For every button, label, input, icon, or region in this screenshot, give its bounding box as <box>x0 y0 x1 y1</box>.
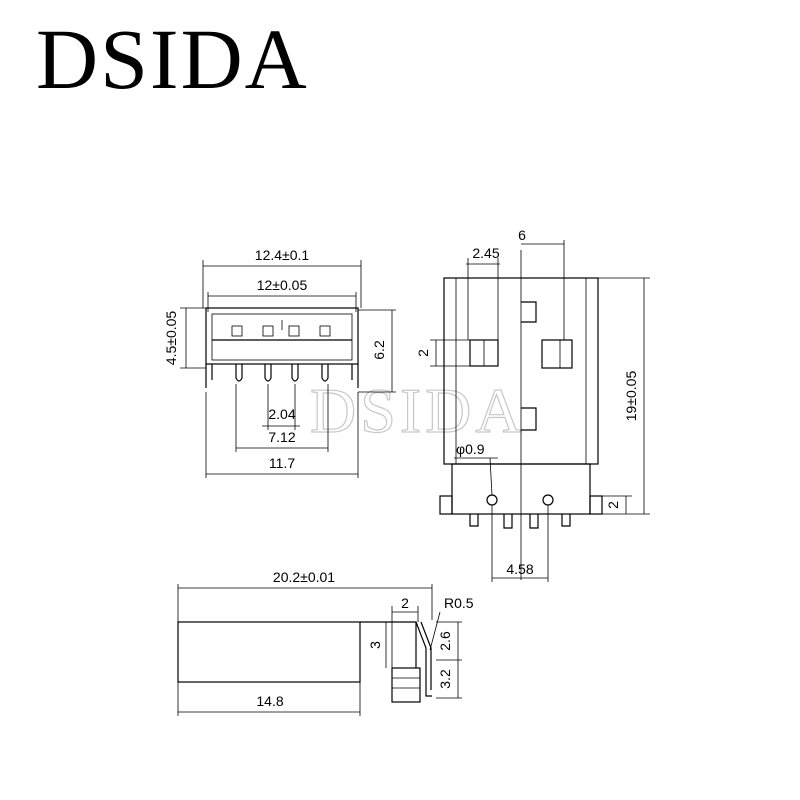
slot-right <box>541 339 573 369</box>
side-body <box>177 621 361 683</box>
latch-upper <box>521 301 537 323</box>
dim-height-right: 6.2 <box>371 340 387 360</box>
dim-hole-diameter: φ0.9 <box>456 441 485 457</box>
contact-1 <box>231 325 243 337</box>
dim-step: 2 <box>401 595 409 611</box>
top-pin-2 <box>503 514 513 529</box>
leg-left <box>439 495 453 515</box>
contact-3 <box>288 325 300 337</box>
leg-right <box>589 495 603 515</box>
watermark-text: DSIDA <box>310 375 526 446</box>
top-pin-4 <box>561 514 571 527</box>
front-inner-shell <box>211 313 353 361</box>
dim-base-width: 11.7 <box>269 455 295 471</box>
dim-width-outer: 12.4±0.1 <box>255 247 310 263</box>
dim-slot-height: 2 <box>415 349 431 357</box>
front-leg-right <box>351 364 359 388</box>
side-view: 20.2±0.01 2 R0.5 3 2.6 3.2 14.8 <box>177 569 474 716</box>
dim-leg-height: 2 <box>605 501 621 509</box>
side-lead <box>415 621 432 697</box>
dim-pin-pitch: 2.04 <box>268 406 295 422</box>
dim-length: 19±0.05 <box>623 371 639 422</box>
dim-total-length: 20.2±0.01 <box>273 569 335 585</box>
dim-height-left: 4.5±0.05 <box>163 311 179 366</box>
top-pin-3 <box>529 514 539 529</box>
side-pin-block <box>391 667 421 703</box>
hole-right <box>542 494 554 506</box>
dim-slot-width: 2.45 <box>472 245 499 261</box>
top-view: 6 2.45 2 19±0.05 φ0.9 2 4.58 <box>415 227 650 582</box>
front-view: 12.4±0.1 12±0.05 4.5±0.05 6.2 2.04 7.12 … <box>163 247 396 478</box>
dim-radius: R0.5 <box>444 595 474 611</box>
pin-2 <box>264 364 272 382</box>
dim-top: 6 <box>518 227 526 243</box>
top-pin-1 <box>469 514 479 527</box>
hole-left <box>486 494 498 506</box>
top-base <box>451 463 591 515</box>
dim-body-length: 14.8 <box>256 693 283 709</box>
dim-pin-spacing: 4.58 <box>506 561 533 577</box>
front-leg-left <box>205 364 213 388</box>
brand-title: DSIDA <box>36 11 309 107</box>
front-housing <box>205 307 359 365</box>
pin-1 <box>235 364 243 382</box>
pin-3 <box>291 364 299 382</box>
contact-4 <box>319 325 331 337</box>
dim-lower-height: 3.2 <box>437 669 453 689</box>
dim-pin-span: 7.12 <box>268 429 295 445</box>
latch-lower <box>521 407 537 431</box>
dim-height: 3 <box>367 641 383 649</box>
pin-4 <box>321 364 329 382</box>
dim-width-inner: 12±0.05 <box>257 277 308 293</box>
dim-upper-height: 2.6 <box>437 631 453 651</box>
contact-2 <box>262 325 274 337</box>
